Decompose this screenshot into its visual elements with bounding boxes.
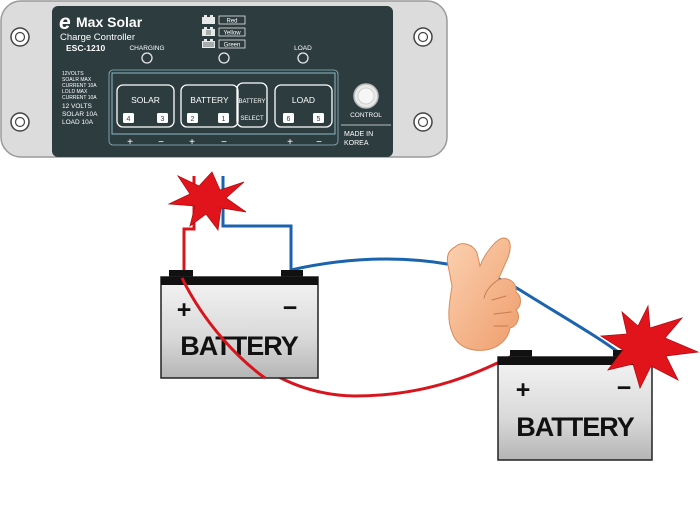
battery-small-icon [202, 39, 215, 48]
polarity-mark: + [287, 137, 293, 148]
battery-2: + − BATTERY [497, 350, 653, 461]
battery-2-plus: + [516, 376, 531, 404]
polarity-mark: + [189, 137, 195, 148]
spark-icon [599, 304, 700, 390]
led-legend-yellow: Yellow [223, 31, 241, 37]
load-led-icon [297, 52, 309, 64]
charging-indicator-label: CHARGING [129, 45, 164, 52]
spec-line: 12VOLTS [62, 71, 84, 77]
polarity-mark: + [127, 137, 133, 148]
terminal-block-inner [108, 69, 339, 146]
terminal-number: 4 [127, 116, 131, 123]
origin-label: KOREA [344, 140, 369, 147]
origin-label: MADE IN [344, 131, 373, 138]
control-button[interactable] [353, 83, 379, 109]
spec-line: LOAD 10A [62, 119, 94, 126]
led-legend-green: Green [224, 43, 241, 49]
polarity-marks: + − + − + − [127, 137, 322, 148]
model-number: ESC-1210 [66, 43, 105, 53]
battery-select-switch[interactable]: BATTERY SELECT [236, 82, 268, 128]
spec-line: SOALR MAX [62, 77, 92, 83]
brand-letter: e [59, 11, 71, 34]
spec-block-2: 12 VOLTS SOLAR 10A LOAD 10A [62, 103, 98, 126]
hand-icon [446, 237, 521, 351]
charge-controller: e Max Solar Charge Controller ESC-1210 R… [0, 0, 448, 158]
battery-small-icon [202, 15, 215, 24]
terminal-number: 5 [317, 116, 321, 123]
terminal-battery-label: BATTERY [190, 95, 229, 105]
battery-small-icon [202, 27, 215, 36]
battery-select-label: SELECT [240, 116, 264, 122]
mounting-hole-icon [10, 112, 30, 132]
spec-line: 12 VOLTS [62, 103, 93, 110]
terminal-solar-label: SOLAR [131, 95, 160, 105]
terminal-number: 3 [161, 116, 165, 123]
brand-name: Max Solar [76, 14, 143, 30]
mounting-hole-icon [413, 27, 433, 47]
terminal-number: 1 [222, 116, 226, 123]
mounting-hole-icon [413, 112, 433, 132]
terminal-battery: BATTERY 2 1 [180, 84, 239, 128]
spec-line: SOLAR 10A [62, 111, 98, 118]
terminal-load: LOAD 6 5 [274, 84, 333, 128]
terminal-number: 6 [287, 116, 291, 123]
terminal-number: 2 [191, 116, 195, 123]
terminal-solar: SOLAR 4 3 [116, 84, 175, 128]
spec-line: LOLD MAX [62, 89, 88, 95]
polarity-mark: − [316, 137, 322, 148]
terminal-load-label: LOAD [292, 95, 315, 105]
led-legend-red: Red [226, 19, 237, 25]
mounting-hole-icon [10, 27, 30, 47]
battery-2-minus: − [617, 374, 632, 402]
spec-line: CURRENT 10A [62, 95, 97, 101]
charging-led-icon [141, 52, 153, 64]
status-led-icon [218, 52, 230, 64]
spec-block-1: 12VOLTS SOALR MAX CURRENT 10A LOLD MAX C… [62, 71, 97, 101]
polarity-mark: − [158, 137, 164, 148]
load-indicator-label: LOAD [294, 45, 312, 52]
spec-line: CURRENT 10A [62, 83, 97, 89]
battery-2-label: BATTERY [516, 412, 634, 442]
led-legend: Red Yellow Green [202, 15, 246, 49]
controller-panel [52, 6, 393, 157]
battery-1-plus: + [177, 296, 192, 324]
terminal-block-outline [111, 72, 336, 135]
battery-select-label: BATTERY [238, 99, 265, 105]
polarity-mark: − [221, 137, 227, 148]
controller-subtitle: Charge Controller [60, 32, 135, 43]
wire-positive-over-battery [180, 277, 266, 380]
spark-icon [167, 171, 247, 232]
battery-1-minus: − [283, 294, 298, 322]
control-label: CONTROL [350, 112, 382, 119]
